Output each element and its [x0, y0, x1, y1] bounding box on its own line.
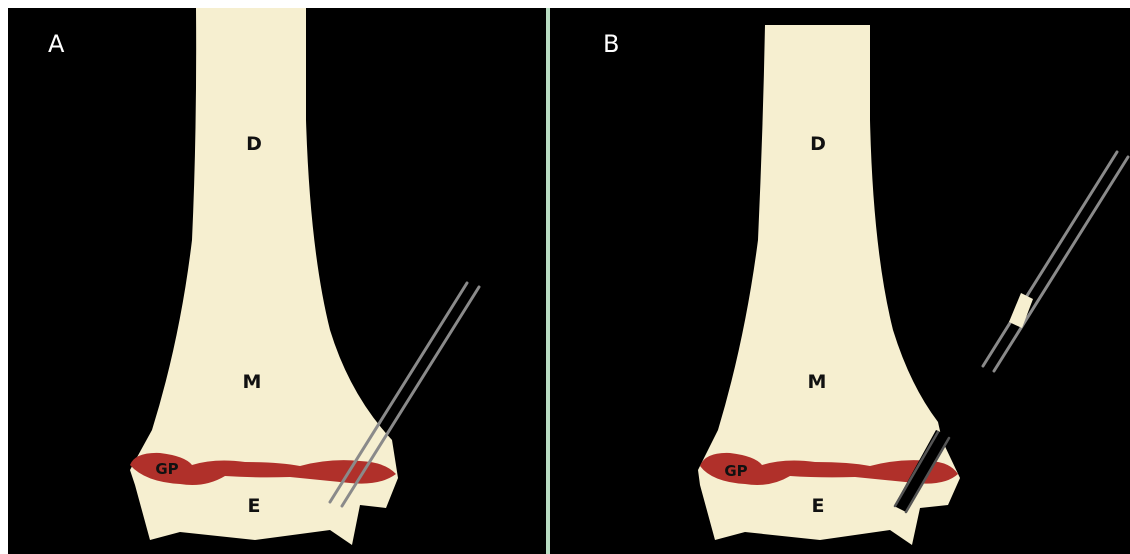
panel-a-label-e: E: [248, 495, 261, 517]
panel-a-label-d: D: [246, 133, 262, 155]
panel-a-label-gp: GP: [155, 460, 178, 478]
panel-a-letter: A: [48, 30, 65, 58]
panel-b-label-gp: GP: [724, 462, 747, 480]
panel-b-letter: B: [603, 30, 619, 58]
panel-b: B D M GP E: [550, 8, 1130, 554]
panel-a: A D M GP E: [8, 8, 546, 554]
panel-b-label-m: M: [808, 371, 827, 393]
panel-a-label-m: M: [243, 371, 262, 393]
panel-b-label-d: D: [810, 133, 826, 155]
panel-b-label-e: E: [812, 495, 825, 517]
panel-divider: [546, 8, 550, 554]
